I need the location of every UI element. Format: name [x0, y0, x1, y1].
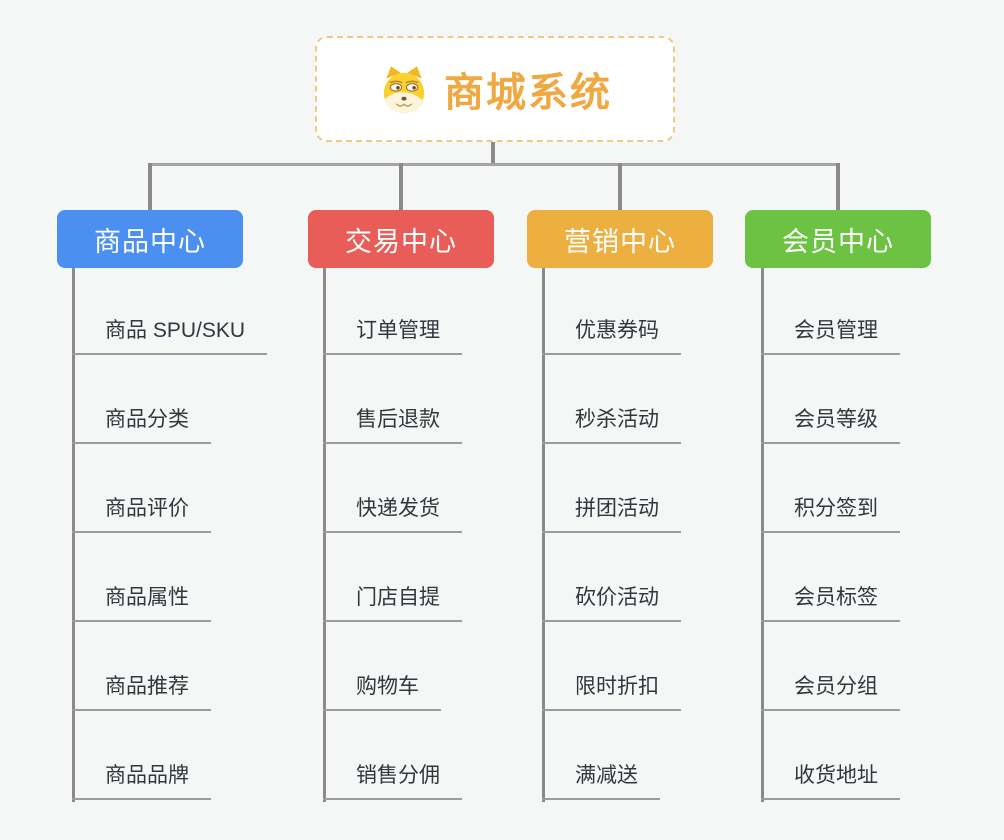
subtopic-sales-commission[interactable]: 销售分佣 [323, 711, 462, 800]
root-topic-title: 商城系统 [444, 71, 612, 115]
subtopic-bargain-activity[interactable]: 砍价活动 [542, 533, 681, 622]
branch-drop-connector [399, 163, 403, 210]
horizontal-bus-connector [149, 163, 840, 166]
subtopic-flash-sale[interactable]: 秒杀活动 [542, 355, 681, 444]
subtopic-shipping-address[interactable]: 收货地址 [761, 711, 900, 800]
subtopic-order-management[interactable]: 订单管理 [323, 266, 462, 355]
branch-trade-center[interactable]: 交易中心 [308, 210, 494, 268]
dog-face-icon [383, 66, 425, 114]
root-stem-connector [491, 142, 495, 164]
subtopic-product-review[interactable]: 商品评价 [72, 444, 211, 533]
branch-marketing-center[interactable]: 营销中心 [527, 210, 713, 268]
subtopic-coupon-code[interactable]: 优惠券码 [542, 266, 681, 355]
branch-spine-connector [72, 268, 75, 802]
leaf-column-marketing-center: 优惠券码 秒杀活动 拼团活动 砍价活动 限时折扣 满减送 [542, 266, 681, 800]
subtopic-member-management[interactable]: 会员管理 [761, 266, 900, 355]
subtopic-product-brand[interactable]: 商品品牌 [72, 711, 211, 800]
subtopic-group-buy[interactable]: 拼团活动 [542, 444, 681, 533]
branch-drop-connector [618, 163, 622, 210]
subtopic-product-attribute[interactable]: 商品属性 [72, 533, 211, 622]
leaf-column-trade-center: 订单管理 售后退款 快递发货 门店自提 购物车 销售分佣 [323, 266, 462, 800]
root-topic[interactable]: 商城系统 [315, 36, 675, 142]
subtopic-express-delivery[interactable]: 快递发货 [323, 444, 462, 533]
branch-spine-connector [542, 268, 545, 802]
subtopic-product-category[interactable]: 商品分类 [72, 355, 211, 444]
subtopic-shopping-cart[interactable]: 购物车 [323, 622, 441, 711]
subtopic-product-recommend[interactable]: 商品推荐 [72, 622, 211, 711]
subtopic-product-spu-sku[interactable]: 商品 SPU/SKU [72, 266, 268, 355]
subtopic-store-pickup[interactable]: 门店自提 [323, 533, 462, 622]
subtopic-after-sale-refund[interactable]: 售后退款 [323, 355, 462, 444]
subtopic-points-checkin[interactable]: 积分签到 [761, 444, 900, 533]
branch-drop-connector [836, 163, 840, 210]
subtopic-member-group[interactable]: 会员分组 [761, 622, 900, 711]
subtopic-spend-and-save[interactable]: 满减送 [542, 711, 660, 800]
subtopic-limited-time-discount[interactable]: 限时折扣 [542, 622, 681, 711]
branch-product-center[interactable]: 商品中心 [57, 210, 243, 268]
leaf-column-member-center: 会员管理 会员等级 积分签到 会员标签 会员分组 收货地址 [761, 266, 900, 800]
branch-spine-connector [323, 268, 326, 802]
branch-drop-connector [148, 163, 152, 210]
leaf-column-product-center: 商品 SPU/SKU 商品分类 商品评价 商品属性 商品推荐 商品品牌 [72, 266, 268, 800]
subtopic-member-level[interactable]: 会员等级 [761, 355, 900, 444]
branch-spine-connector [761, 268, 764, 802]
branch-member-center[interactable]: 会员中心 [745, 210, 931, 268]
subtopic-member-tag[interactable]: 会员标签 [761, 533, 900, 622]
